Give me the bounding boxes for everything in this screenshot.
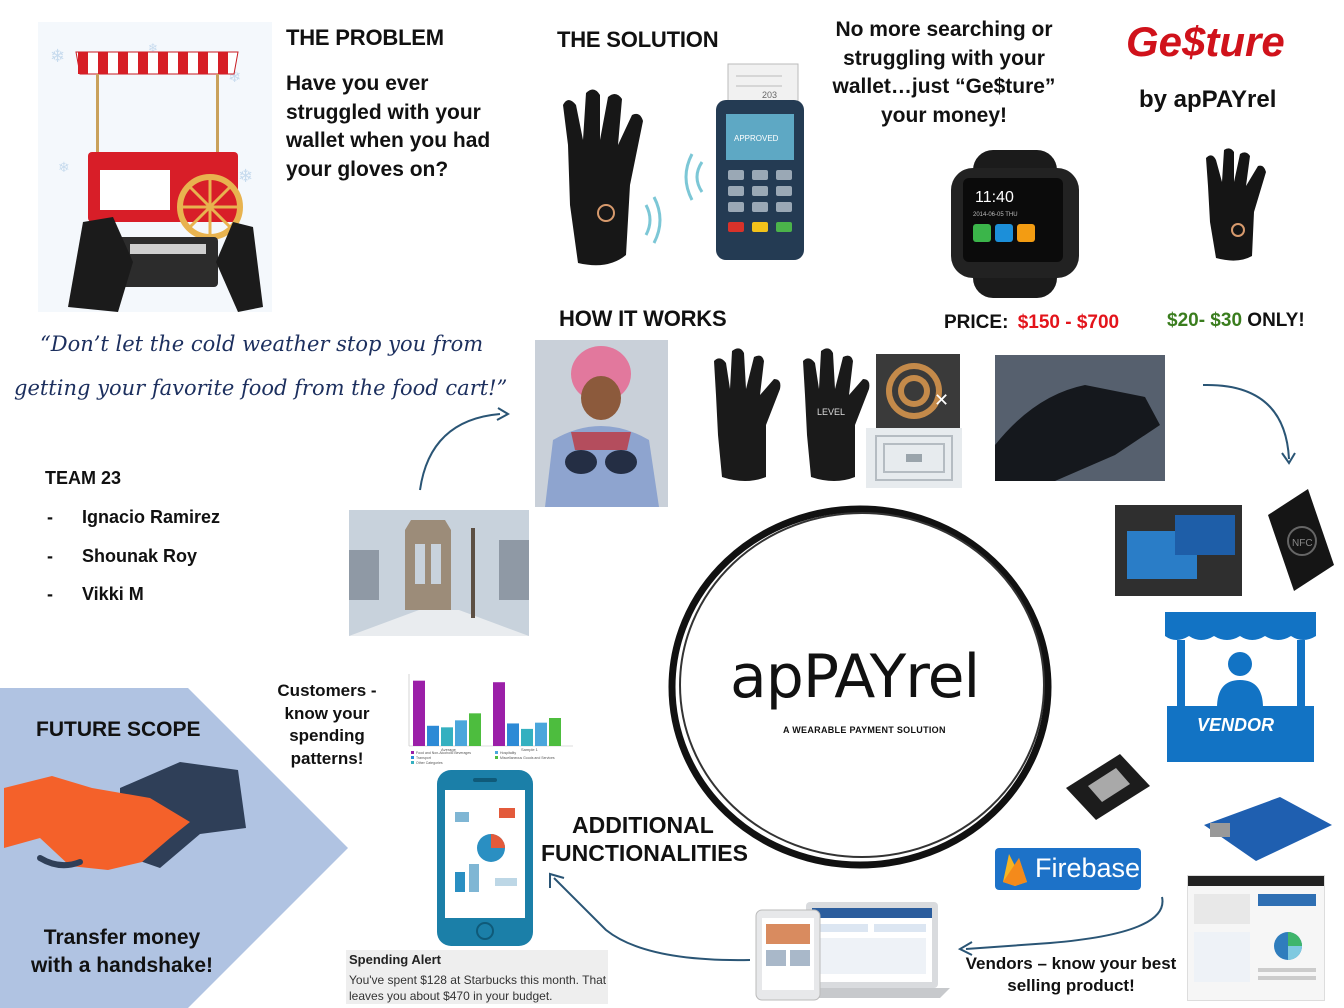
glove-price-range: $20- $30 (1167, 310, 1243, 331)
svg-text:❄: ❄ (238, 166, 253, 186)
team-member-1: Ignacio Ramirez (82, 507, 221, 527)
additional-heading-line-2: FUNCTIONALITIES (541, 840, 748, 866)
esp32-board-image (1058, 748, 1156, 826)
svg-text:❄: ❄ (148, 41, 158, 55)
nfc-sticker-image (866, 428, 962, 488)
problem-text: Have you ever struggled with your wallet… (286, 72, 491, 181)
arduino-board-image (1200, 795, 1336, 865)
spending-alert-text: You've spent $128 at Starbucks this mont… (349, 973, 607, 1003)
firebase-flame-icon (1003, 854, 1027, 886)
spending-bar-chart: Average Sample 1 Food and Non-Alcoholic B… (408, 674, 573, 765)
center-logo-name: apPAYrel (730, 642, 980, 712)
team-member-bullet-3: - (47, 584, 53, 604)
firebase-logo: Firebase (995, 848, 1141, 890)
spending-alert-card: Spending Alert You've spent $128 at Star… (346, 950, 608, 1004)
solution-tagline: No more searching or struggling with you… (832, 18, 1056, 127)
arrow-dashboard-to-devices (957, 896, 1164, 956)
quote-line-1: “Don’t let the cold weather stop you fro… (40, 332, 484, 356)
nfc-coil-chip-image: ✕ (876, 354, 960, 428)
vendor-label: VENDOR (1197, 715, 1274, 735)
chart-bar (441, 727, 453, 746)
chart-legend-label: Other Categories (416, 761, 443, 765)
watch-price-range: $150 - $700 (1017, 312, 1120, 333)
gesture-logo: Ge$ture (1126, 18, 1285, 65)
chart-legend-label: Food and Non-Alcoholic Beverages (416, 751, 471, 755)
problem-heading: THE PROBLEM (286, 25, 444, 50)
firebase-label: Firebase (1035, 853, 1141, 883)
vendor-stand-icon: VENDOR (1163, 610, 1318, 765)
team-member-2: Shounak Roy (82, 546, 198, 566)
watch-date: 2014-06-05 THU (973, 212, 1018, 218)
chart-category-label: Average (441, 747, 457, 752)
chart-bar (535, 722, 547, 746)
glove-brand-label: LEVEL (817, 407, 845, 417)
chart-bar (413, 680, 425, 746)
arrow-devices-to-phone (549, 872, 751, 962)
price-label-row: PRICE: $150 - $700 (944, 312, 1119, 334)
glove-with-chip-image (548, 85, 678, 275)
team-member-bullet-2: - (47, 546, 53, 566)
smartwatch-image: 11:40 2014-06-05 THU (945, 150, 1085, 298)
nfc-reader-label: NFC (1292, 538, 1313, 549)
chart-legend-swatch (411, 751, 414, 754)
glove-pair-left-image (708, 345, 790, 485)
chart-bar (507, 723, 519, 746)
brand-byline: by apPAYrel (1139, 86, 1277, 113)
chart-legend-label: Hospitality (500, 751, 516, 755)
woman-in-winter-photo (535, 340, 668, 507)
food-cart-illustration: ❄❄ ❄❄ ❄❄ (38, 22, 272, 312)
handshake-icon (4, 762, 246, 870)
laptop-tablet-image (750, 896, 950, 1004)
solution-heading: THE SOLUTION (557, 27, 719, 52)
only-label: ONLY! (1247, 310, 1305, 331)
center-circle-brushstroke (668, 505, 1052, 869)
glove-pair-right-image: LEVEL (795, 345, 875, 485)
nfc-shield-board-image (1115, 505, 1242, 596)
brooklyn-bridge-snow-photo (349, 510, 529, 636)
glove-small-image (1198, 146, 1284, 262)
terminal-screen-text: APPROVED (734, 134, 779, 143)
team-member-3: Vikki M (82, 584, 144, 604)
vendors-note: Vendors – know your best selling product… (965, 954, 1177, 995)
payment-terminal-image: 203 APPROVED (682, 62, 822, 262)
visa-glove-photo (995, 355, 1165, 481)
nfc-reader-device-image: NFC (1264, 485, 1336, 595)
spending-alert-title: Spending Alert (349, 952, 441, 967)
chart-bar (427, 725, 439, 746)
watch-time: 11:40 (975, 189, 1014, 206)
future-scope-heading: FUTURE SCOPE (36, 718, 201, 741)
svg-text:❄: ❄ (50, 46, 65, 66)
how-it-works-heading: HOW IT WORKS (559, 306, 727, 331)
chart-legend-swatch (495, 756, 498, 759)
arrow-to-reader (1202, 383, 1296, 465)
team-heading: TEAM 23 (45, 468, 122, 488)
svg-text:❄: ❄ (58, 159, 70, 175)
chart-bar (493, 682, 505, 746)
glove-price-row: $20- $30 ONLY! (1167, 310, 1305, 332)
center-logo-subtitle: A WEARABLE PAYMENT SOLUTION (783, 725, 946, 735)
chart-legend-swatch (495, 751, 498, 754)
future-scope-text: Transfer money with a handshake! (30, 926, 214, 977)
chart-legend-label: Transport (416, 756, 431, 760)
chart-bar (549, 718, 561, 746)
vendor-dashboard-image (1187, 875, 1325, 1001)
quote-line-2: getting your favorite food from the food… (14, 376, 508, 400)
customers-note: Customers - know your spending patterns! (277, 681, 377, 768)
arrow-to-woman (419, 407, 511, 491)
chart-legend-swatch (411, 756, 414, 759)
smartphone-analytics-image (435, 768, 535, 948)
additional-heading-line-1: ADDITIONAL (572, 812, 714, 838)
chart-legend-label: Miscellaneous Goods and Services (500, 756, 555, 760)
price-label: PRICE: (944, 312, 1009, 333)
chart-bar (521, 728, 533, 746)
chart-legend-swatch (411, 761, 414, 764)
chart-bar (469, 713, 481, 746)
team-member-bullet-1: - (47, 507, 53, 527)
chart-category-label: Sample 1 (521, 747, 539, 752)
chart-bar (455, 720, 467, 746)
svg-text:✕: ✕ (934, 390, 949, 410)
receipt-number: 203 (762, 90, 777, 100)
